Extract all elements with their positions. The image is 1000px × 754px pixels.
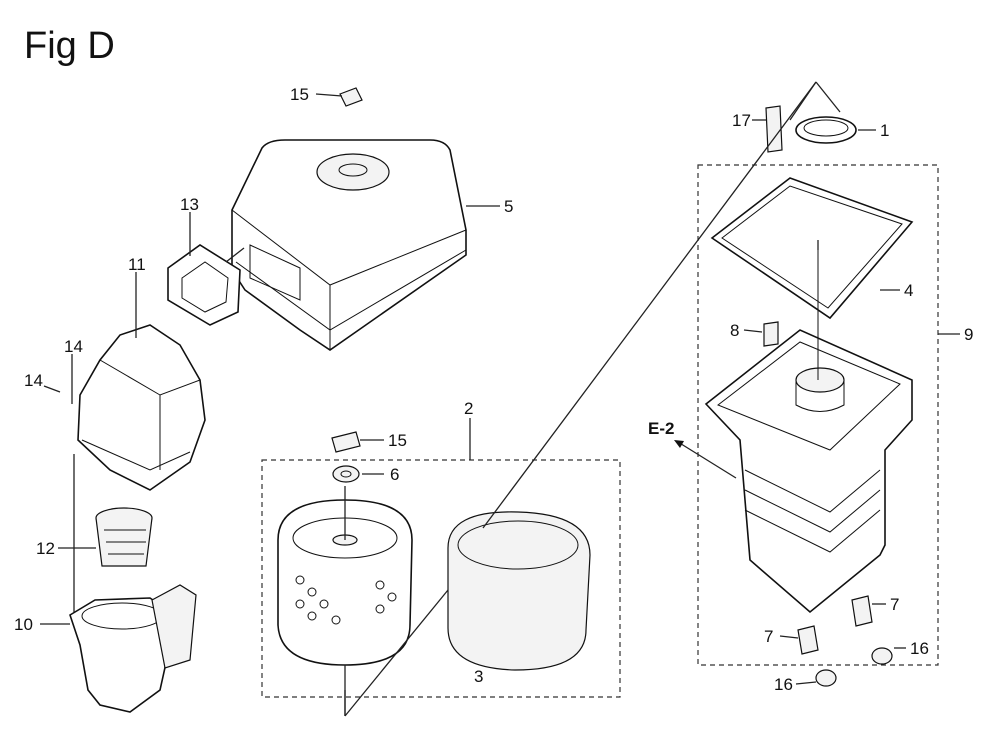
arrowhead-icon bbox=[674, 440, 684, 448]
callout-7-left: 7 bbox=[764, 627, 773, 646]
figure-title: Fig D bbox=[24, 25, 115, 67]
callout-5: 5 bbox=[504, 197, 513, 216]
callout-8: 8 bbox=[730, 321, 739, 340]
callout-17: 17 bbox=[732, 111, 751, 130]
callout-11: 11 bbox=[128, 255, 146, 274]
filter-screen bbox=[95, 507, 153, 567]
reference-e2: E-2 bbox=[648, 419, 674, 438]
air-cleaner-case bbox=[704, 250, 913, 687]
callout-14-lower: 14 bbox=[24, 371, 43, 390]
callout-16-left: 16 bbox=[774, 675, 793, 694]
sealing-ring bbox=[795, 116, 857, 144]
callout-3: 3 bbox=[474, 667, 483, 686]
callout-9: 9 bbox=[964, 325, 973, 344]
bolt-15-upper bbox=[339, 87, 363, 107]
group-box-9 bbox=[697, 164, 939, 666]
callout-4: 4 bbox=[904, 281, 913, 300]
elbow-duct bbox=[77, 324, 206, 491]
callout-10: 10 bbox=[14, 615, 33, 634]
callout-15-lower: 15 bbox=[388, 431, 407, 450]
callout-12: 12 bbox=[36, 539, 55, 558]
foam-prefilter bbox=[447, 511, 591, 671]
wing-nut bbox=[332, 465, 360, 483]
callout-2: 2 bbox=[464, 399, 473, 418]
group-box-2 bbox=[261, 459, 621, 698]
callout-13: 13 bbox=[180, 195, 199, 214]
callout-6: 6 bbox=[390, 465, 399, 484]
callout-16-right: 16 bbox=[910, 639, 929, 658]
gasket-plate bbox=[167, 244, 241, 326]
callout-14-upper: 14 bbox=[64, 337, 83, 356]
intake-cup bbox=[69, 584, 197, 713]
callout-labels: 15 5 13 11 14 14 12 10 2 15 6 3 17 1 4 8… bbox=[14, 85, 973, 694]
callout-1: 1 bbox=[880, 121, 889, 140]
leader-lines bbox=[40, 81, 960, 717]
case-gasket bbox=[710, 177, 914, 320]
air-cleaner-cover bbox=[231, 139, 467, 351]
grommet bbox=[763, 321, 779, 347]
paper-element bbox=[277, 499, 413, 666]
callout-15-upper: 15 bbox=[290, 85, 309, 104]
bolt-15-lower bbox=[331, 431, 361, 453]
stud-bolt bbox=[765, 105, 783, 153]
callout-7-right: 7 bbox=[890, 595, 899, 614]
